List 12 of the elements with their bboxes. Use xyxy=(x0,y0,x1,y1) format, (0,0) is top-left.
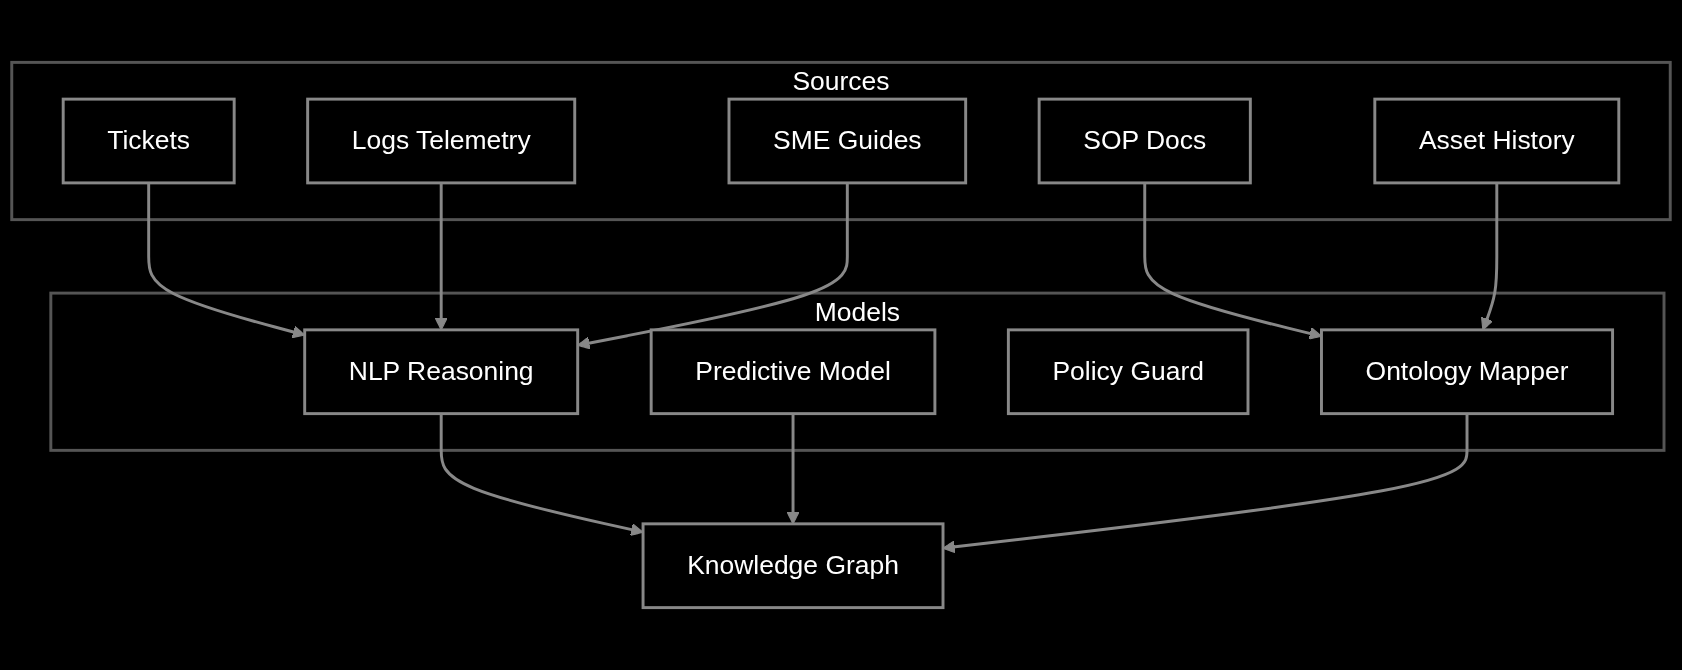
node-box: Logs Telemetry xyxy=(306,97,577,185)
arrow xyxy=(577,182,849,350)
node-box: Tickets xyxy=(61,97,236,185)
node-box: Predictive Model xyxy=(649,328,937,416)
arrow xyxy=(439,413,644,536)
node-box: Policy Guard xyxy=(1006,328,1250,416)
node-box: Ontology Mapper xyxy=(1320,328,1615,416)
node-box: NLP Reasoning xyxy=(303,328,580,416)
node-box: Knowledge Graph xyxy=(641,522,945,610)
node-box: SME Guides xyxy=(727,97,968,185)
node-box: Asset History xyxy=(1373,97,1621,185)
node-box: SOP Docs xyxy=(1037,97,1252,185)
